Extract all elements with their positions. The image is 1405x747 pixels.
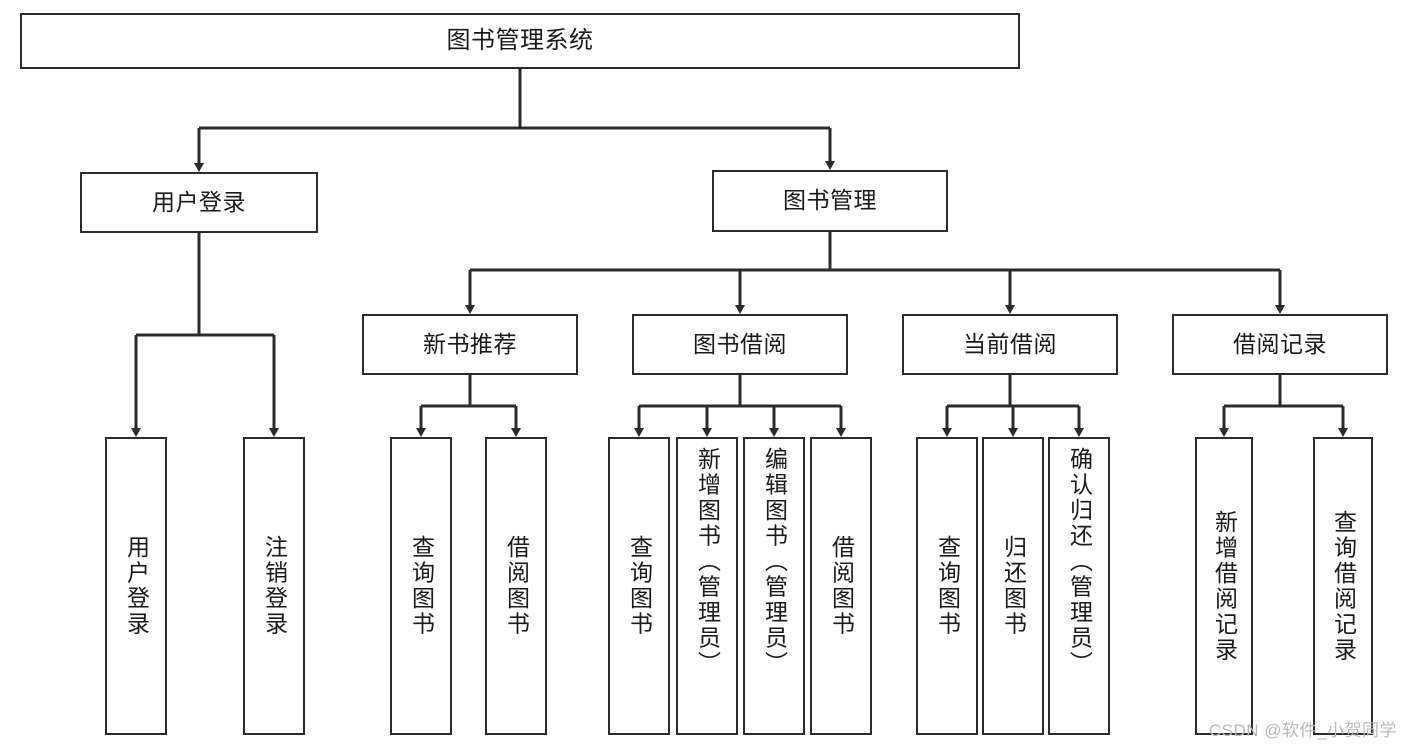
node-leaf-return-book-label: 归还图书 (1000, 535, 1027, 637)
node-leaf-user-logout[interactable]: 注销登录 (243, 437, 305, 735)
node-leaf-query-record[interactable]: 查询借阅记录 (1313, 437, 1373, 735)
node-leaf-query-book-cur-label: 查询图书 (934, 535, 961, 637)
node-leaf-add-book[interactable]: 新增图书（管理员） (676, 437, 738, 735)
node-leaf-add-record[interactable]: 新增借阅记录 (1195, 437, 1253, 735)
node-leaf-return-book[interactable]: 归还图书 (982, 437, 1044, 735)
node-user-login-label: 用户登录 (152, 188, 246, 215)
node-leaf-add-record-label: 新增借阅记录 (1211, 509, 1238, 663)
node-leaf-query-book-bor[interactable]: 查询图书 (608, 437, 670, 735)
node-leaf-query-book-cur[interactable]: 查询图书 (916, 437, 978, 735)
node-leaf-query-book-bor-label: 查询图书 (626, 535, 653, 637)
node-root[interactable]: 图书管理系统 (20, 13, 1020, 69)
node-borrow-record-label: 借阅记录 (1233, 330, 1327, 357)
node-leaf-query-book-rec[interactable]: 查询图书 (390, 437, 452, 735)
node-leaf-edit-book[interactable]: 编辑图书（管理员） (743, 437, 805, 735)
node-current-borrow[interactable]: 当前借阅 (902, 314, 1118, 375)
node-leaf-query-book-rec-label: 查询图书 (408, 535, 435, 637)
node-current-borrow-label: 当前借阅 (963, 330, 1057, 357)
node-leaf-add-book-label: 新增图书（管理员） (694, 447, 721, 677)
node-book-borrow[interactable]: 图书借阅 (632, 314, 848, 375)
node-user-login[interactable]: 用户登录 (80, 172, 318, 233)
node-leaf-borrow-book-label: 借阅图书 (828, 535, 855, 637)
node-book-manage[interactable]: 图书管理 (712, 170, 948, 232)
node-root-label: 图书管理系统 (446, 26, 594, 54)
node-new-book-rec[interactable]: 新书推荐 (362, 314, 578, 375)
node-new-book-rec-label: 新书推荐 (423, 330, 517, 357)
node-leaf-confirm-return-label: 确认归还（管理员） (1066, 447, 1093, 677)
node-leaf-borrow-book[interactable]: 借阅图书 (810, 437, 872, 735)
node-borrow-record[interactable]: 借阅记录 (1172, 314, 1388, 375)
node-leaf-borrow-book-rec[interactable]: 借阅图书 (485, 437, 547, 735)
node-leaf-borrow-book-rec-label: 借阅图书 (503, 535, 530, 637)
node-book-manage-label: 图书管理 (783, 187, 877, 214)
node-leaf-user-logout-label: 注销登录 (261, 535, 288, 637)
node-book-borrow-label: 图书借阅 (693, 330, 787, 357)
node-leaf-user-login-label: 用户登录 (123, 535, 150, 637)
csdn-watermark: CSDN @软件_小贺同学 (1208, 721, 1397, 740)
node-leaf-query-record-label: 查询借阅记录 (1330, 509, 1357, 663)
node-leaf-user-login[interactable]: 用户登录 (105, 437, 167, 735)
node-leaf-edit-book-label: 编辑图书（管理员） (761, 447, 788, 677)
node-leaf-confirm-return[interactable]: 确认归还（管理员） (1048, 437, 1110, 735)
